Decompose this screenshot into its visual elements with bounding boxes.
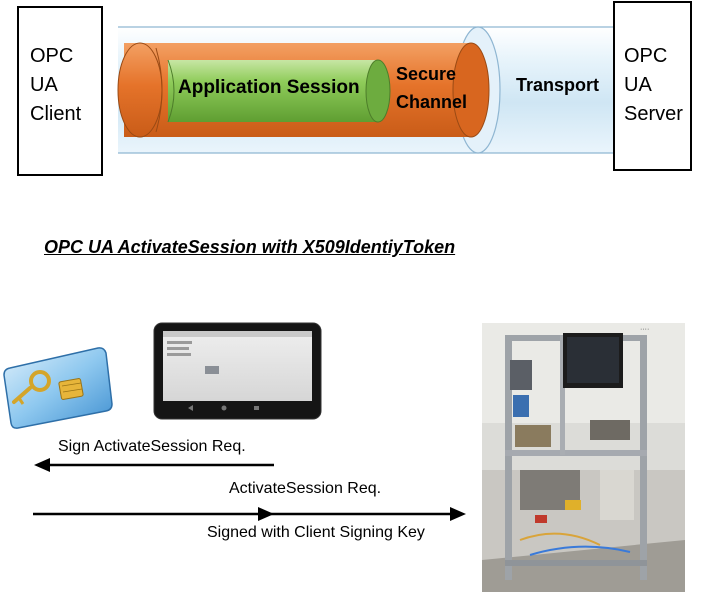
arrow-activate-request-1: [33, 507, 274, 521]
smart-card-icon: [3, 347, 113, 429]
signed-with-caption: Signed with Client Signing Key: [207, 524, 425, 541]
transport-label: Transport: [516, 75, 600, 95]
activate-request-caption: ActivateSession Req.: [229, 480, 382, 497]
test-rig-photo: ····: [482, 323, 685, 592]
application-session-label: Application Session: [178, 77, 360, 98]
opc-ua-client-box: [17, 6, 103, 176]
diagram-title: OPC UA ActivateSession with X509IdentiyT…: [44, 237, 456, 257]
opc-ua-server-label: OPC UA Server: [624, 45, 683, 125]
sign-request-caption: Sign ActivateSession Req.: [58, 438, 246, 455]
svg-text:····: ····: [640, 326, 649, 333]
arrow-activate-request-2: [258, 507, 466, 521]
tablet-image: [153, 322, 322, 420]
secure-channel-label-line1: Secure: [396, 64, 457, 84]
arrow-sign-request: [34, 458, 274, 472]
secure-channel-label-line2: Channel: [396, 92, 468, 112]
application-session-cylinder: [167, 59, 391, 123]
opc-ua-server-box: [613, 1, 692, 171]
opc-ua-client-label: OPC UA Client: [30, 45, 82, 125]
